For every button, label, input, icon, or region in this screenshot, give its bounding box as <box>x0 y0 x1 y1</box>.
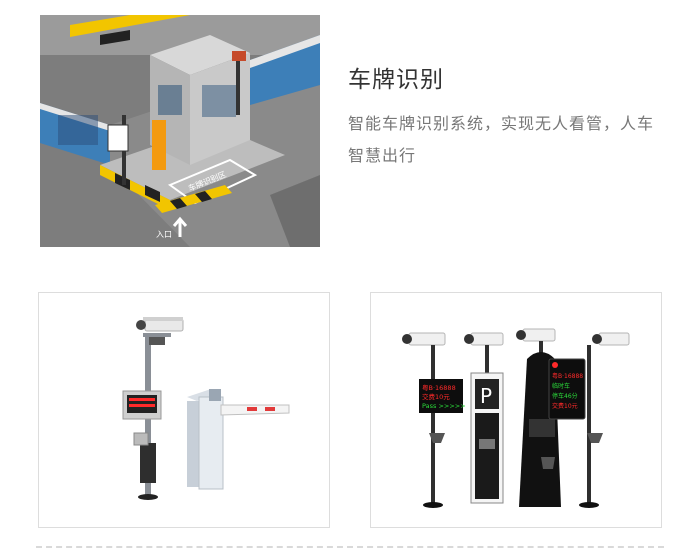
display-b-line2: 临时车 <box>552 382 570 390</box>
section-divider <box>36 546 664 548</box>
column-letter: P <box>480 384 492 408</box>
entrance-label: 入口 <box>156 230 172 239</box>
product-card-parking-terminals[interactable]: 粤B·16888 交费10元 Pass >>>>> P 粤B·16888 临时车… <box>370 292 662 528</box>
display-b-line3: 停车46分 <box>552 392 578 400</box>
feature-description: 智能车牌识别系统，实现无人看管，人车智慧出行 <box>348 114 655 165</box>
display-b-line4: 交费10元 <box>552 402 578 410</box>
display-a-line2: 交费10元 <box>422 392 450 401</box>
display-a-line1: 粤B·16888 <box>422 383 456 392</box>
product-card-camera-barrier[interactable] <box>38 292 330 528</box>
display-a-line3: Pass >>>>> <box>422 402 466 410</box>
feature-title: 车牌识别 <box>348 67 444 93</box>
parking-scene-image: 车牌识别区 入口 <box>40 15 320 247</box>
display-b-line1: 粤B·16888 <box>552 372 583 380</box>
